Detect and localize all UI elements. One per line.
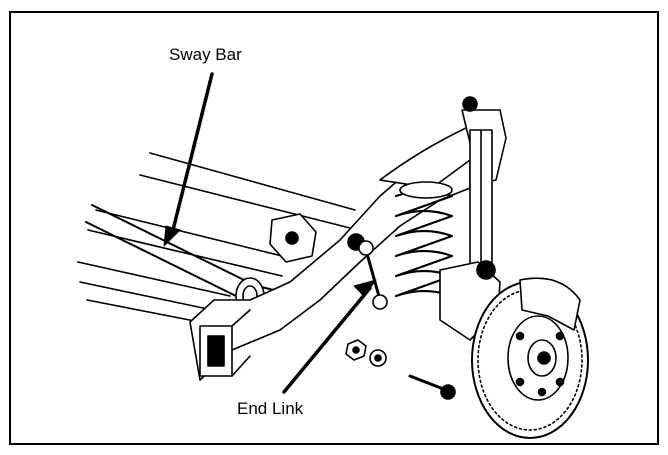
sway-bar-arrow xyxy=(170,72,214,236)
end-link-arrowhead xyxy=(353,279,377,297)
end-link-arrow xyxy=(282,286,372,394)
brake-caliper xyxy=(519,277,581,331)
frame-bracket xyxy=(269,213,365,263)
sway-bar-label: Sway Bar xyxy=(169,45,242,64)
callout-arrows xyxy=(163,72,377,394)
frame-rails xyxy=(77,152,356,323)
shock-absorber xyxy=(469,129,493,281)
loose-hardware xyxy=(345,339,456,400)
end-link xyxy=(358,240,388,310)
end-link-label: End Link xyxy=(237,399,304,418)
sway-bar-arrowhead xyxy=(163,225,181,247)
